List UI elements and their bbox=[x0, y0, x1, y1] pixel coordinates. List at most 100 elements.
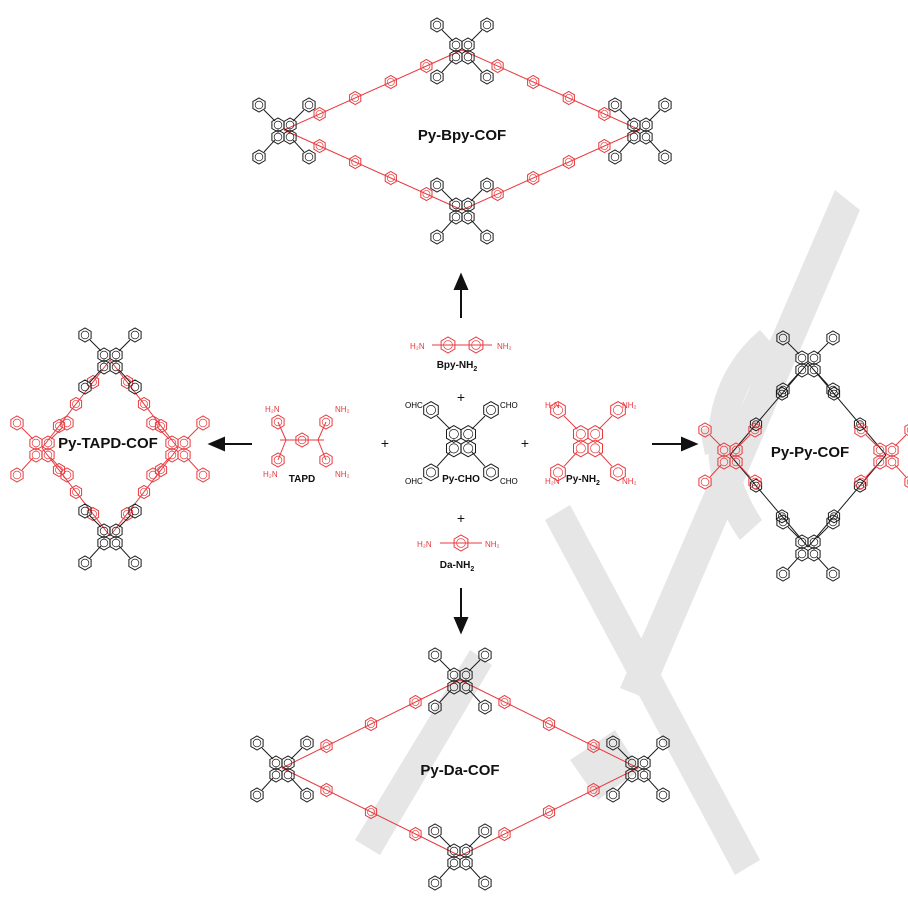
cof-bpy-linker-2-ring-4 bbox=[313, 138, 326, 154]
cof-da-node-0-pyrene-ring-2 bbox=[459, 667, 473, 683]
cof-da-node-0-pendant-ring-3 bbox=[478, 699, 492, 715]
cof-tapd-node-0-pendant-ring-1 bbox=[128, 327, 142, 343]
cof-tapd-node-2-arm-bond-0 bbox=[21, 427, 34, 440]
plus-top: + bbox=[457, 389, 465, 405]
pynh-amine-br: NH₂ bbox=[622, 477, 637, 486]
cof-da-node-0-pyrene-ring-3-aromatic bbox=[449, 682, 459, 692]
cof-bpy-linker-0-ring-1-aromatic bbox=[422, 62, 431, 70]
cof-bpy-node-2-pyrene-ring-4-aromatic bbox=[285, 132, 295, 142]
plus-bottom: + bbox=[457, 510, 465, 526]
cof-bpy-linker-1-bond bbox=[461, 49, 641, 131]
cof-pypy-node-3-arm-bond-3 bbox=[894, 464, 907, 478]
cof-da-linker-1-ring-2 bbox=[542, 716, 556, 732]
cof-bpy-node-0-pendant-ring-0-aromatic bbox=[432, 20, 442, 30]
pynh-arm-bond-2 bbox=[563, 451, 578, 467]
cof-bpy-linker-1-ring-3-aromatic bbox=[564, 94, 573, 102]
cof-tapd-node-3-pendant-ring-1 bbox=[196, 415, 210, 431]
cof-bpy-node-1-pendant-ring-1 bbox=[480, 177, 494, 193]
cof-tapd-node-1-pyrene-ring-1-aromatic bbox=[99, 526, 109, 536]
cof-pypy-linker-3-bond bbox=[807, 454, 887, 548]
cof-da-node-0-arm-bond-2 bbox=[439, 689, 452, 703]
cof-bpy-node-2-arm-bond-1 bbox=[292, 109, 305, 122]
cof-bpy-node-1-pendant-ring-3 bbox=[480, 229, 494, 245]
cof-tapd-node-1-arm-bond-0 bbox=[89, 515, 102, 528]
cof-bpy-node-3-arm-bond-2 bbox=[619, 139, 632, 153]
cof-pypy-node-1-pyrene-ring-1-aromatic bbox=[797, 537, 807, 547]
cof-bpy-linker-2-ring-3-aromatic bbox=[351, 158, 360, 166]
cof-bpy-linker-3-ring-3 bbox=[562, 154, 575, 170]
da-amine-left: H₂N bbox=[417, 540, 432, 549]
cof-tapd-linker-0-ring-3 bbox=[52, 418, 66, 434]
pycho-arm-bond-1 bbox=[471, 415, 486, 430]
cof-da-node-2-pyrene-ring-4-aromatic bbox=[283, 770, 293, 780]
pynh-pyrene-ring-4-aromatic bbox=[590, 443, 601, 454]
cof-bpy-node-1-pendant-ring-1-aromatic bbox=[482, 180, 492, 190]
cof-tapd-linker-1-ring-3 bbox=[154, 418, 168, 434]
cof-tapd-node-1-pendant-ring-3 bbox=[128, 555, 142, 571]
cof-tapd-node-3-arm-bond-1 bbox=[186, 427, 199, 440]
cof-pypy-node-3-pyrene-ring-4-aromatic bbox=[887, 457, 897, 467]
cof-bpy-linker-1-ring-2 bbox=[527, 74, 540, 90]
cof-tapd-node-2-pyrene-ring-2-aromatic bbox=[43, 438, 53, 448]
cof-bpy-linker-0-ring-3-aromatic bbox=[351, 94, 360, 102]
cof-da-node-1-pyrene-ring-2-aromatic bbox=[461, 846, 471, 856]
cof-da-node-1-pendant-ring-2-aromatic bbox=[430, 878, 440, 888]
tapd-arm-2 bbox=[277, 439, 287, 461]
cof-pypy-node-0-pendant-ring-0-aromatic bbox=[778, 333, 788, 343]
bpy-ring-2 bbox=[468, 336, 484, 354]
cof-pypy-node-3-pyrene-ring-4 bbox=[885, 454, 899, 470]
cof-tapd-node-0-arm-bond-0 bbox=[89, 339, 102, 352]
cof-tapd-linker-2-ring-3 bbox=[52, 462, 66, 478]
cof-bpy-node-0-arm-bond-1 bbox=[470, 29, 483, 42]
cof-pypy-node-3-arm-bond-2 bbox=[865, 464, 878, 478]
cof-pypy-node-0-pendant-ring-3 bbox=[826, 382, 840, 398]
cof-bpy-node-3-pendant-ring-0-aromatic bbox=[610, 100, 620, 110]
cof-bpy-node-2-pendant-ring-1 bbox=[302, 97, 316, 113]
cof-bpy-node-1-pyrene-ring-4-aromatic bbox=[463, 212, 473, 222]
cof-da-linker-3-ring-2-aromatic bbox=[545, 808, 553, 816]
cof-pypy-node-3-pendant-ring-1 bbox=[904, 424, 908, 436]
cof-tapd-node-2-pyrene-ring-4-aromatic bbox=[43, 450, 53, 460]
py-tapd-cof-label: Py-TAPD-COF bbox=[58, 435, 158, 452]
cof-tapd-node-3-pendant-ring-3 bbox=[196, 467, 210, 483]
cof-tapd-linker-2-ring-2-aromatic bbox=[72, 488, 80, 496]
cof-pypy-node-3-pendant-ring-2 bbox=[854, 474, 868, 490]
cof-bpy-linker-3-ring-2-aromatic bbox=[529, 174, 538, 182]
cof-tapd-node-1-pendant-ring-1-aromatic bbox=[130, 506, 140, 516]
watermark-stroke-4 bbox=[570, 730, 640, 800]
cof-da-node-2-pyrene-ring-2 bbox=[281, 755, 295, 771]
cof-bpy-linker-0-ring-2 bbox=[384, 74, 397, 90]
cof-da-node-1-pendant-ring-1 bbox=[478, 823, 492, 839]
cof-tapd-node-1-pendant-ring-2-aromatic bbox=[80, 558, 90, 568]
bpy-ring-1-aromatic bbox=[443, 340, 453, 350]
cof-da-node-3-pyrene-ring-4 bbox=[637, 767, 651, 783]
cof-pypy-linker-1-ring-2 bbox=[853, 417, 867, 432]
cof-pypy-node-0-pendant-ring-1 bbox=[826, 330, 840, 346]
cof-pypy-node-2-pyrene-ring-3-aromatic bbox=[719, 457, 729, 467]
cof-da-node-0-pendant-ring-2 bbox=[428, 699, 442, 715]
cof-da-linker-1-ring-1 bbox=[498, 694, 511, 710]
cof-tapd-node-1-pendant-ring-1 bbox=[128, 503, 142, 519]
cof-bpy-linker-1-ring-2-aromatic bbox=[529, 78, 538, 86]
cof-tapd-linker-2-ring-1-aromatic bbox=[89, 510, 97, 518]
cof-da-node-1-pyrene-ring-4-aromatic bbox=[461, 858, 471, 868]
cof-da-node-2-arm-bond-2 bbox=[261, 777, 274, 791]
cof-tapd-node-2-pyrene-ring-4 bbox=[41, 447, 55, 463]
cof-tapd-node-0-arm-bond-1 bbox=[118, 339, 131, 352]
cof-tapd-node-2-arm-bond-3 bbox=[50, 457, 63, 471]
cof-bpy-node-3-pyrene-ring-4-aromatic bbox=[641, 132, 651, 142]
cof-pypy-node-1-arm-bond-0 bbox=[787, 526, 800, 539]
cof-bpy-node-1-arm-bond-2 bbox=[441, 219, 454, 233]
cof-tapd-node-1-pyrene-ring-2-aromatic bbox=[111, 526, 121, 536]
cof-bpy-node-2-pyrene-ring-1-aromatic bbox=[273, 120, 283, 130]
cof-pypy-linker-0-ring-2 bbox=[749, 417, 763, 432]
cof-bpy-node-2-pendant-ring-3-aromatic bbox=[304, 152, 314, 162]
pynh-arm-bond-0 bbox=[563, 415, 578, 430]
cof-tapd-node-1-pyrene-ring-4-aromatic bbox=[111, 538, 121, 548]
cof-da-node-0-pendant-ring-1-aromatic bbox=[480, 650, 490, 660]
cof-da-linker-2-ring-3 bbox=[320, 782, 333, 798]
cof-da-node-3-pendant-ring-2 bbox=[606, 787, 620, 803]
cof-bpy-node-1-pendant-ring-2-aromatic bbox=[432, 232, 442, 242]
bpy-ring-1 bbox=[440, 336, 456, 354]
